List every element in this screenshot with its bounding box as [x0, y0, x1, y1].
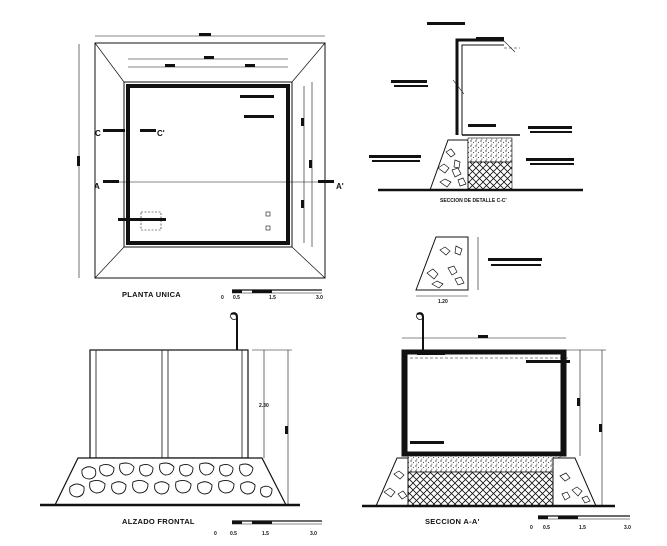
front-scale-tick-2: 1.5 [262, 531, 269, 537]
section-scale-tick-3: 3.0 [624, 525, 631, 531]
scale-tick-1: 0.5 [233, 295, 240, 301]
cut-c-left: C [95, 129, 101, 138]
scale-tick-0: 0 [221, 295, 224, 301]
section-aa-view: SECCION A-A' 0 0.5 1.5 3.0 [362, 312, 631, 531]
cut-c-right: C' [157, 129, 165, 138]
front-scale-bar: 0 0.5 1.5 3.0 [214, 520, 322, 537]
scale-tick-2: 1.5 [269, 295, 276, 301]
front-elevation-view: 2.30 ALZADO FRONTAL 0 0.5 1.5 3.0 [40, 312, 322, 537]
front-scale-tick-0: 0 [214, 531, 217, 537]
section-scale-tick-0: 0 [530, 525, 533, 531]
front-height-dim: 2.30 [259, 403, 269, 409]
section-scale-tick-2: 1.5 [579, 525, 586, 531]
scale-tick-3: 3.0 [316, 295, 323, 301]
section-aa-title: SECCION A-A' [425, 517, 480, 526]
detail-section-view: SECCION DE DETALLE C-C' [369, 22, 583, 204]
cut-a-right: A' [336, 182, 344, 191]
plan-title: PLANTA UNICA [122, 290, 181, 299]
wall-detail-view: 1.20 [415, 236, 542, 305]
plan-view: A A' C C' PLANTA UNICA 0 0.5 1.5 3.0 [77, 33, 344, 301]
front-scale-tick-1: 0.5 [230, 531, 237, 537]
wall-base-dim: 1.20 [438, 299, 448, 305]
section-scale-bar: 0 0.5 1.5 3.0 [530, 515, 631, 531]
front-scale-tick-3: 3.0 [310, 531, 317, 537]
cut-a-left: A [94, 182, 100, 191]
section-scale-tick-1: 0.5 [543, 525, 550, 531]
detail-title: SECCION DE DETALLE C-C' [440, 198, 507, 204]
plan-scale-bar: 0 0.5 1.5 3.0 [221, 289, 323, 301]
front-title: ALZADO FRONTAL [122, 517, 195, 526]
